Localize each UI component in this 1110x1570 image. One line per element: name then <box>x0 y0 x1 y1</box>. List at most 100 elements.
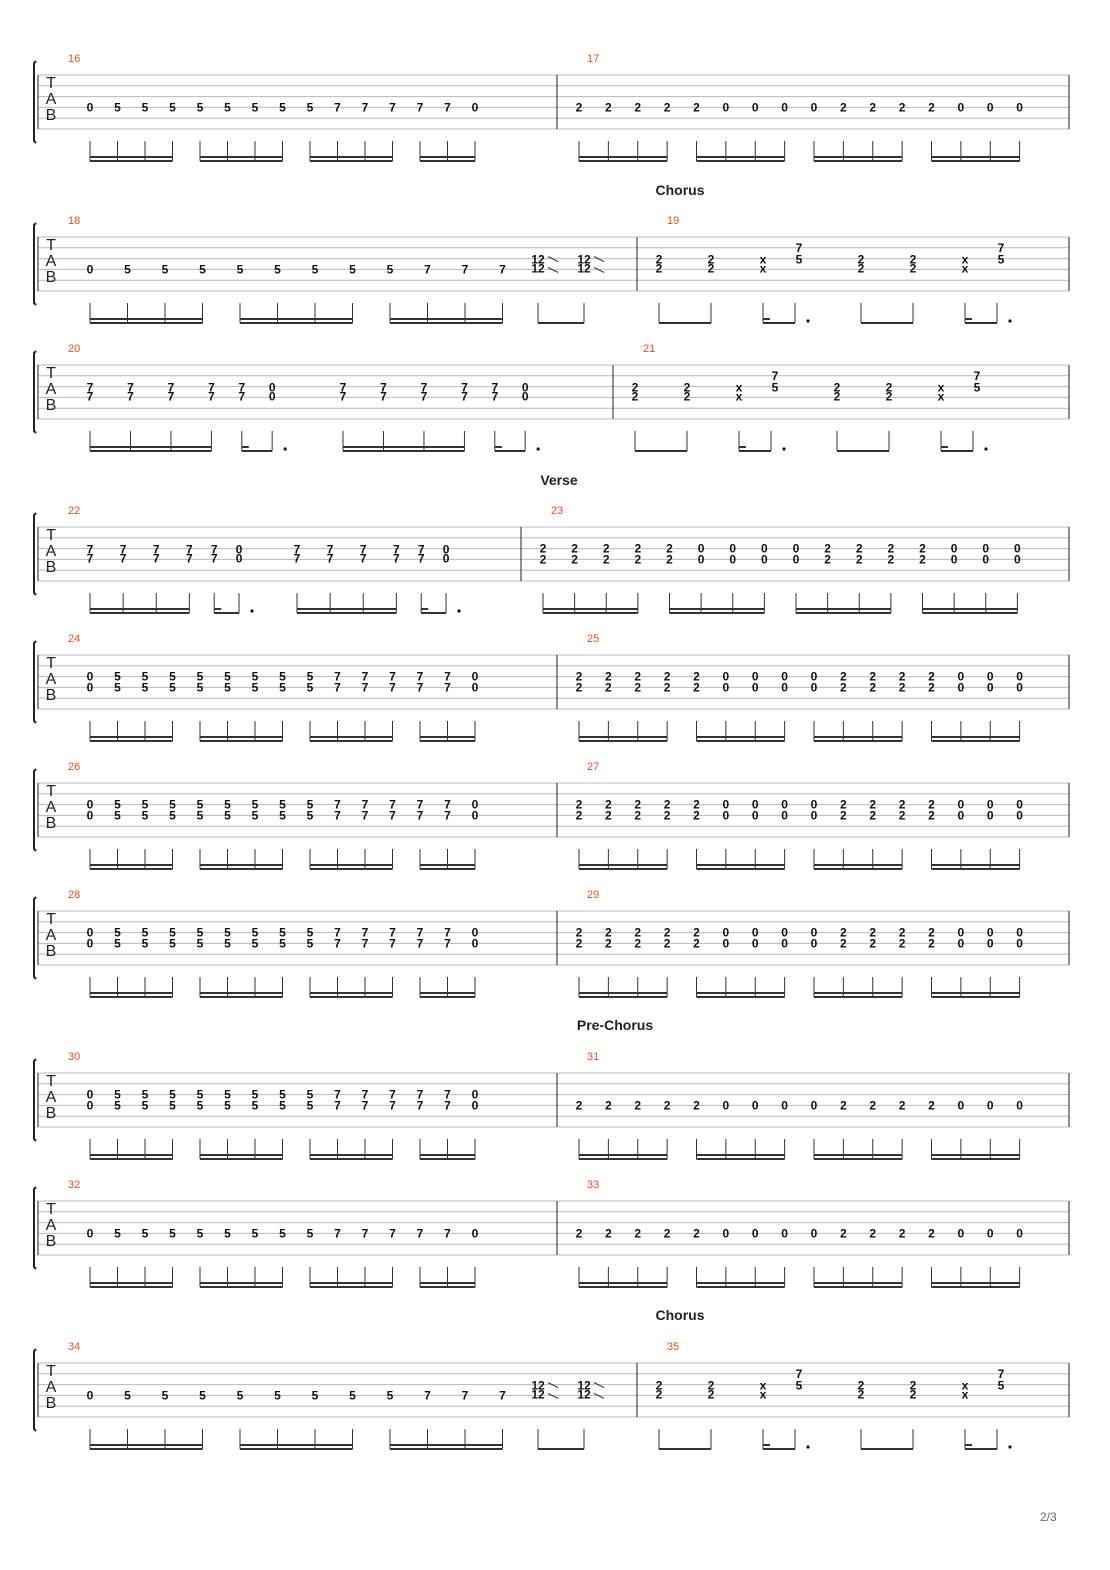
measure-number: 17 <box>587 53 599 65</box>
fret-number: 2 <box>635 552 642 566</box>
fret-number: 2 <box>684 381 691 395</box>
fret-number: 2 <box>634 926 641 940</box>
fret-number: 0 <box>472 1098 479 1112</box>
fret-number: 7 <box>362 100 369 114</box>
system-bracket <box>33 1058 37 1142</box>
tab-letter-a: A <box>46 543 57 560</box>
fret-number: 7 <box>796 241 803 255</box>
fret-number: 0 <box>781 798 788 812</box>
fret-number: 5 <box>998 1379 1005 1393</box>
fret-number: 0 <box>951 552 958 566</box>
fret-number: 2 <box>928 100 935 114</box>
fret-number: 5 <box>237 1388 244 1402</box>
fret-number: 0 <box>87 798 94 812</box>
measure-number: 27 <box>587 761 599 773</box>
fret-number: 2 <box>840 926 847 940</box>
fret-number: x <box>962 1387 969 1401</box>
fret-number: 2 <box>603 542 610 556</box>
fret-number: 5 <box>114 926 121 940</box>
fret-number: 5 <box>114 1098 121 1112</box>
fret-number: 5 <box>197 936 204 950</box>
fret-number: 2 <box>928 936 935 950</box>
fret-number: 7 <box>444 100 451 114</box>
fret-number: 5 <box>307 1088 314 1102</box>
fret-number: 0 <box>1016 1098 1023 1112</box>
fret-number: 2 <box>910 253 917 267</box>
fret-number: 2 <box>869 936 876 950</box>
fret-number: 7 <box>238 389 245 403</box>
fret-number: 12 <box>531 253 545 267</box>
fret-number: 5 <box>224 1226 231 1240</box>
fret-number: 7 <box>389 936 396 950</box>
fret-number: 12 <box>531 1379 545 1393</box>
fret-number: 2 <box>899 798 906 812</box>
fret-number: 7 <box>153 551 160 565</box>
fret-number: 5 <box>142 680 149 694</box>
fret-number: 7 <box>238 381 245 395</box>
fret-number: 5 <box>279 1088 286 1102</box>
fret-number: 2 <box>886 381 893 395</box>
fret-number: 7 <box>208 389 215 403</box>
fret-number: 2 <box>693 798 700 812</box>
tab-letter-b: B <box>46 269 57 286</box>
fret-number: 0 <box>752 926 759 940</box>
fret-number: 5 <box>114 936 121 950</box>
fret-number: 5 <box>197 926 204 940</box>
fret-number: 5 <box>197 1088 204 1102</box>
fret-number: 2 <box>856 542 863 556</box>
fret-number: 7 <box>418 543 425 557</box>
fret-number: 7 <box>127 381 134 395</box>
fret-number: 2 <box>693 926 700 940</box>
fret-number: 2 <box>693 680 700 694</box>
fret-number: 5 <box>307 680 314 694</box>
fret-number: x <box>760 1379 767 1393</box>
system-bracket <box>33 350 37 434</box>
fret-number: 0 <box>752 798 759 812</box>
fret-number: 7 <box>327 543 334 557</box>
fret-number: 0 <box>958 1098 965 1112</box>
fret-number: x <box>736 381 743 395</box>
fret-number: 0 <box>522 381 529 395</box>
dot-marker <box>806 319 810 323</box>
fret-number: 0 <box>752 670 759 684</box>
fret-number: 0 <box>472 100 479 114</box>
section-label: Verse <box>540 472 578 488</box>
fret-number: 2 <box>634 1098 641 1112</box>
fret-number: 2 <box>708 253 715 267</box>
fret-number: 0 <box>1016 1226 1023 1240</box>
slide-mark <box>593 1382 605 1389</box>
fret-number: 5 <box>279 926 286 940</box>
fret-number: 7 <box>340 381 347 395</box>
fret-number: 5 <box>307 670 314 684</box>
fret-number: 7 <box>417 1088 424 1102</box>
fret-number: 2 <box>664 1226 671 1240</box>
fret-number: 7 <box>153 543 160 557</box>
fret-number: 7 <box>417 680 424 694</box>
fret-number: 5 <box>279 936 286 950</box>
fret-number: 2 <box>840 1226 847 1240</box>
fret-number: 2 <box>899 1226 906 1240</box>
fret-number: 2 <box>576 680 583 694</box>
fret-number: 0 <box>87 1088 94 1102</box>
fret-number: 0 <box>87 680 94 694</box>
fret-number: 5 <box>197 680 204 694</box>
fret-number: 0 <box>236 543 243 557</box>
fret-number: 7 <box>334 936 341 950</box>
fret-number: 2 <box>664 100 671 114</box>
fret-number: 2 <box>684 389 691 403</box>
fret-number: 0 <box>1016 680 1023 694</box>
fret-number: 0 <box>811 100 818 114</box>
fret-number: 2 <box>576 1098 583 1112</box>
fret-number: 12 <box>577 261 591 275</box>
fret-number: 2 <box>605 1098 612 1112</box>
fret-number: 5 <box>279 1098 286 1112</box>
fret-number: 0 <box>472 680 479 694</box>
measure-number: 19 <box>667 215 679 227</box>
section-label: Chorus <box>656 182 705 198</box>
fret-number: 2 <box>634 808 641 822</box>
fret-number: 2 <box>886 389 893 403</box>
fret-number: 0 <box>982 542 989 556</box>
fret-number: 0 <box>752 808 759 822</box>
fret-number: 12 <box>577 1387 591 1401</box>
tab-letter-t: T <box>46 527 56 544</box>
